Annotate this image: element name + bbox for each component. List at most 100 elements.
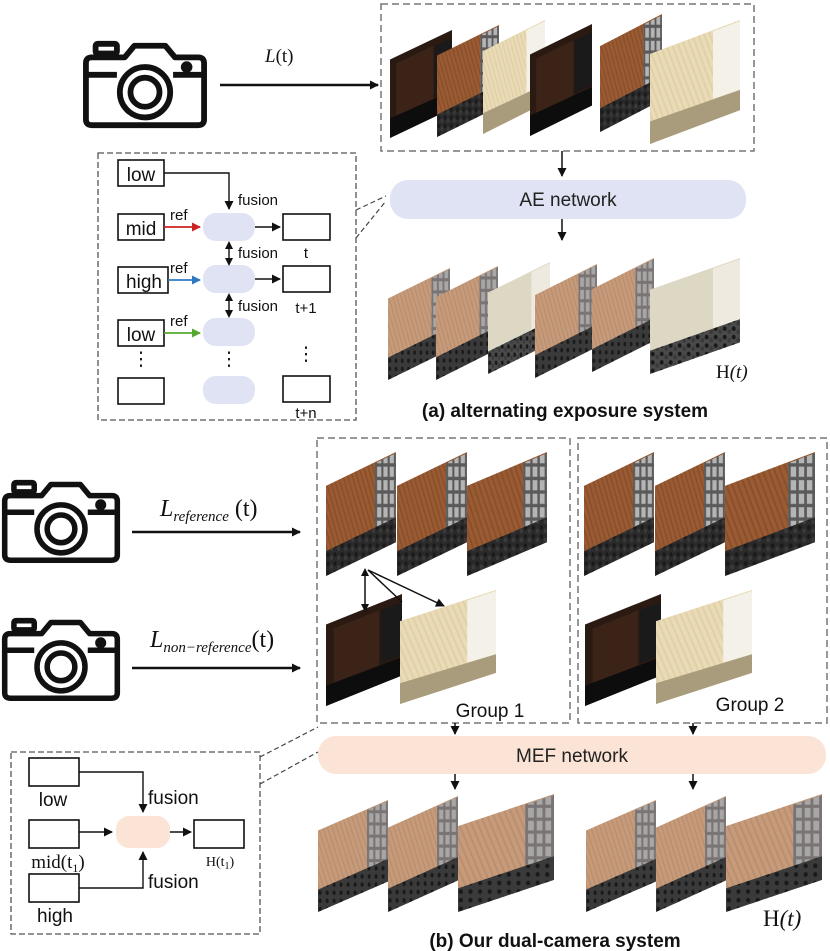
group-1-frames <box>326 452 547 706</box>
video-frame-thumbnail <box>585 594 661 706</box>
video-frame-thumbnail <box>584 452 654 576</box>
video-frame-thumbnail <box>726 794 822 912</box>
inset-input-label: high <box>126 272 162 293</box>
zoom-connector-line <box>355 195 387 211</box>
inset-fusion-label: fusion <box>238 192 278 209</box>
mef-inset: low mid(t1) high H(t1) fusion fusion <box>28 757 245 927</box>
signal-label-top: L(t) <box>264 46 294 67</box>
video-frame-thumbnail <box>458 794 554 912</box>
inset-input-box <box>28 819 80 849</box>
inset-output-box <box>193 819 245 849</box>
caption-top: (a) alternating exposure system <box>422 401 708 422</box>
inset-ellipsis: ⋮ <box>220 349 239 370</box>
mef-inset-box <box>10 751 261 935</box>
inset-output-box <box>282 265 331 293</box>
inset-input-box <box>28 757 80 787</box>
video-frame-thumbnail <box>467 452 547 576</box>
signal-label-reference: Lreference(t) <box>159 496 258 525</box>
video-frame-thumbnail <box>326 594 402 706</box>
inset-input-box <box>28 873 80 903</box>
input-frames-strip <box>390 14 740 144</box>
inset-output-label: t+n <box>295 405 316 422</box>
inset-arrow <box>79 771 148 813</box>
camera-icon <box>86 44 204 125</box>
inset-input-label: mid(t1) <box>31 852 85 875</box>
mef-network-block: MEF network <box>318 736 826 774</box>
inset-ellipsis: ⋮ <box>297 344 316 365</box>
inset-input-label: high <box>37 906 73 927</box>
inset-output-label: H(t1) <box>206 855 235 872</box>
inset-ref-label: ref <box>170 260 188 277</box>
ae-network-pill <box>390 180 746 219</box>
inset-output-label: t <box>304 245 309 262</box>
group-1-label: Group 1 <box>456 701 525 722</box>
video-frame-thumbnail <box>326 452 396 576</box>
inset-input-box <box>117 213 165 241</box>
output-frames-strip-top <box>388 258 740 380</box>
video-frame-thumbnail <box>388 796 458 912</box>
video-frame-thumbnail <box>650 258 740 374</box>
video-frame-thumbnail <box>655 452 725 576</box>
svg-text:H(t): H(t) <box>716 362 748 383</box>
output-label-top: H(t) <box>716 362 748 383</box>
inset-ref-label: ref <box>170 207 188 224</box>
group-ref-arrow <box>367 569 445 607</box>
inset-fusion-node <box>203 213 255 241</box>
ae-network-block: AE network <box>390 180 746 219</box>
inset-ref-label: ref <box>170 313 188 330</box>
zoom-connector-line <box>259 726 319 758</box>
inset-input-label: low <box>127 325 156 346</box>
inset-fusion-node <box>203 265 255 293</box>
inset-output-label: t+1 <box>295 300 316 317</box>
inset-output-box <box>282 375 331 403</box>
group-ref-arrow <box>367 569 403 603</box>
video-frame-thumbnail <box>318 800 388 912</box>
svg-text:H(t): H(t) <box>763 906 801 931</box>
inset-input-label: low <box>127 165 156 186</box>
video-frame-thumbnail <box>400 590 496 704</box>
zoom-connector-line <box>259 751 319 785</box>
video-frame-thumbnail <box>586 800 656 912</box>
mef-network-label: MEF network <box>516 746 628 767</box>
video-frame-thumbnail <box>725 452 815 576</box>
inset-input-box <box>117 266 169 294</box>
video-frame-thumbnail <box>656 796 726 912</box>
caption-bottom: (b) Our dual-camera system <box>429 931 680 951</box>
ae-inset: low mid high low fusion ref ref ref fusi… <box>117 159 331 422</box>
camera-icon <box>5 621 118 699</box>
inset-fusion-label: fusion <box>148 872 199 893</box>
inset-ellipsis: ⋮ <box>132 349 151 370</box>
ae-inset-box <box>97 152 357 421</box>
output-frames-bottom <box>318 794 822 912</box>
camera-icon <box>5 483 118 561</box>
output-label-bottom: H(t) <box>763 906 801 931</box>
ae-network-label: AE network <box>519 190 617 211</box>
video-frame-thumbnail <box>656 590 752 704</box>
group-1-box <box>316 437 571 724</box>
inset-fusion-label: fusion <box>238 245 278 262</box>
video-frame-thumbnail <box>397 452 467 576</box>
inset-fusion-node <box>116 816 170 848</box>
inset-fusion-node <box>203 376 255 404</box>
video-frame-thumbnail <box>650 20 740 144</box>
inset-fusion-label: fusion <box>238 298 278 315</box>
signal-label-non-reference: Lnon−reference(t) <box>149 627 274 656</box>
inset-input-label: low <box>39 790 68 811</box>
svg-text:L(t): L(t) <box>264 46 294 67</box>
mef-network-pill <box>318 736 826 774</box>
svg-text:Lreference(t): Lreference(t) <box>159 496 258 525</box>
video-frame-thumbnail <box>592 258 654 372</box>
inset-fusion-label: fusion <box>148 788 199 809</box>
group-2-label: Group 2 <box>716 695 785 716</box>
input-frames-box <box>380 3 755 152</box>
inset-output-box <box>282 213 331 241</box>
inset-fusion-node <box>203 318 255 346</box>
inset-input-label: mid <box>126 219 157 240</box>
group-2-frames <box>584 452 815 706</box>
inset-arrow <box>79 851 148 889</box>
zoom-connector-line <box>355 200 387 239</box>
inset-input-box <box>117 377 165 405</box>
svg-text:Lnon−reference(t): Lnon−reference(t) <box>149 627 274 656</box>
group-2-box <box>577 437 828 724</box>
